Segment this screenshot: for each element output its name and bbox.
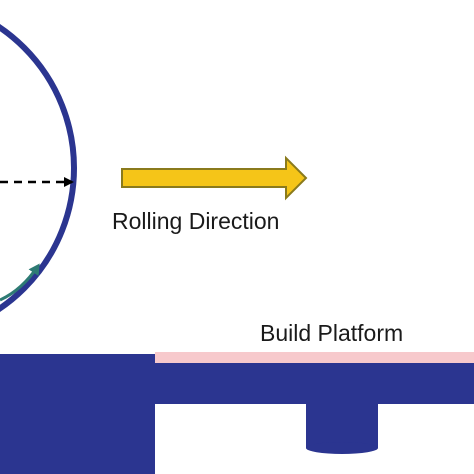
- build-platform-plate: [155, 363, 474, 404]
- piston-cylinder: [306, 404, 378, 448]
- roller-circle: [0, 24, 77, 312]
- piston-cylinder-bottom: [306, 442, 378, 454]
- platform-base: [0, 354, 155, 474]
- rolling-direction-label: Rolling Direction: [112, 208, 280, 234]
- build-platform-label: Build Platform: [260, 320, 404, 346]
- rotation-curved-arrow: [0, 263, 40, 302]
- powder-layer: [155, 352, 474, 363]
- rolling-direction-arrow: [121, 155, 308, 201]
